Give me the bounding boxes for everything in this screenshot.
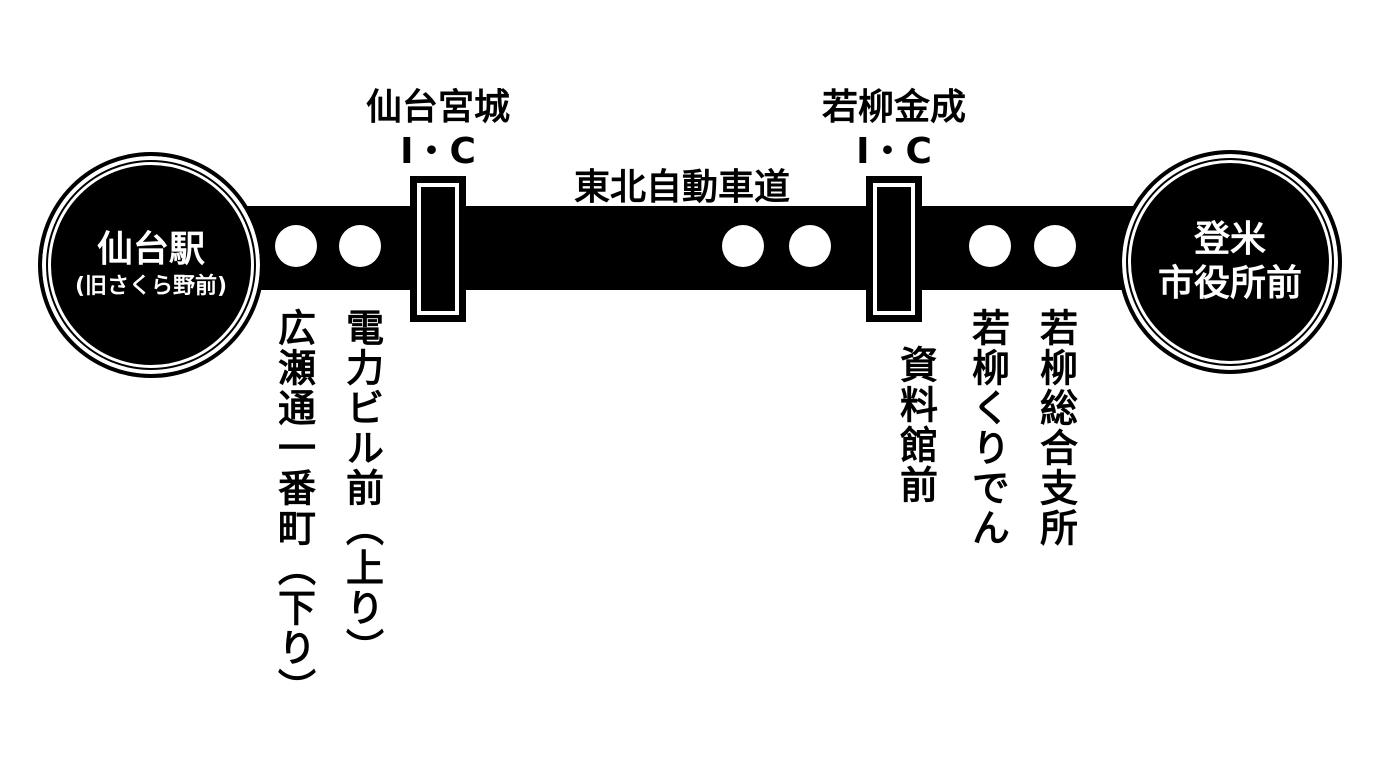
interchange-marker (866, 176, 922, 322)
terminal-sendai-station: 仙台駅 (旧さくら野前) (38, 152, 264, 378)
expressway-name: 東北自動車道 (573, 167, 791, 208)
terminal-name-line2: 市役所前 (1157, 263, 1302, 304)
stop-label: 資料館前 (893, 345, 938, 505)
interchange-suffix: I・C (856, 131, 932, 172)
stop-label: 電力ビル前（上り） (339, 308, 384, 668)
stop-marker (969, 225, 1011, 267)
terminal-name-line1: 登米 (1193, 219, 1266, 260)
interchange-name: 若柳金成 (821, 87, 967, 128)
terminal-name: 仙台駅 (96, 229, 205, 270)
stop-marker (339, 225, 381, 267)
interchange-name: 仙台宮城 (365, 87, 511, 128)
terminal-subname: (旧さくら野前) (74, 274, 228, 299)
stop-label: 若柳くりでん (965, 308, 1010, 548)
stop-label: 若柳総合支所 (1033, 308, 1078, 548)
stop-marker (789, 225, 831, 267)
interchange-suffix: I・C (400, 131, 476, 172)
interchange-marker (410, 176, 466, 322)
stop-marker (722, 225, 764, 267)
stop-marker (275, 225, 317, 267)
terminal-tome-city-hall: 登米 市役所前 (1118, 150, 1342, 374)
stop-label: 広瀬通一番町（下り） (271, 308, 316, 708)
stop-marker (1034, 225, 1076, 267)
